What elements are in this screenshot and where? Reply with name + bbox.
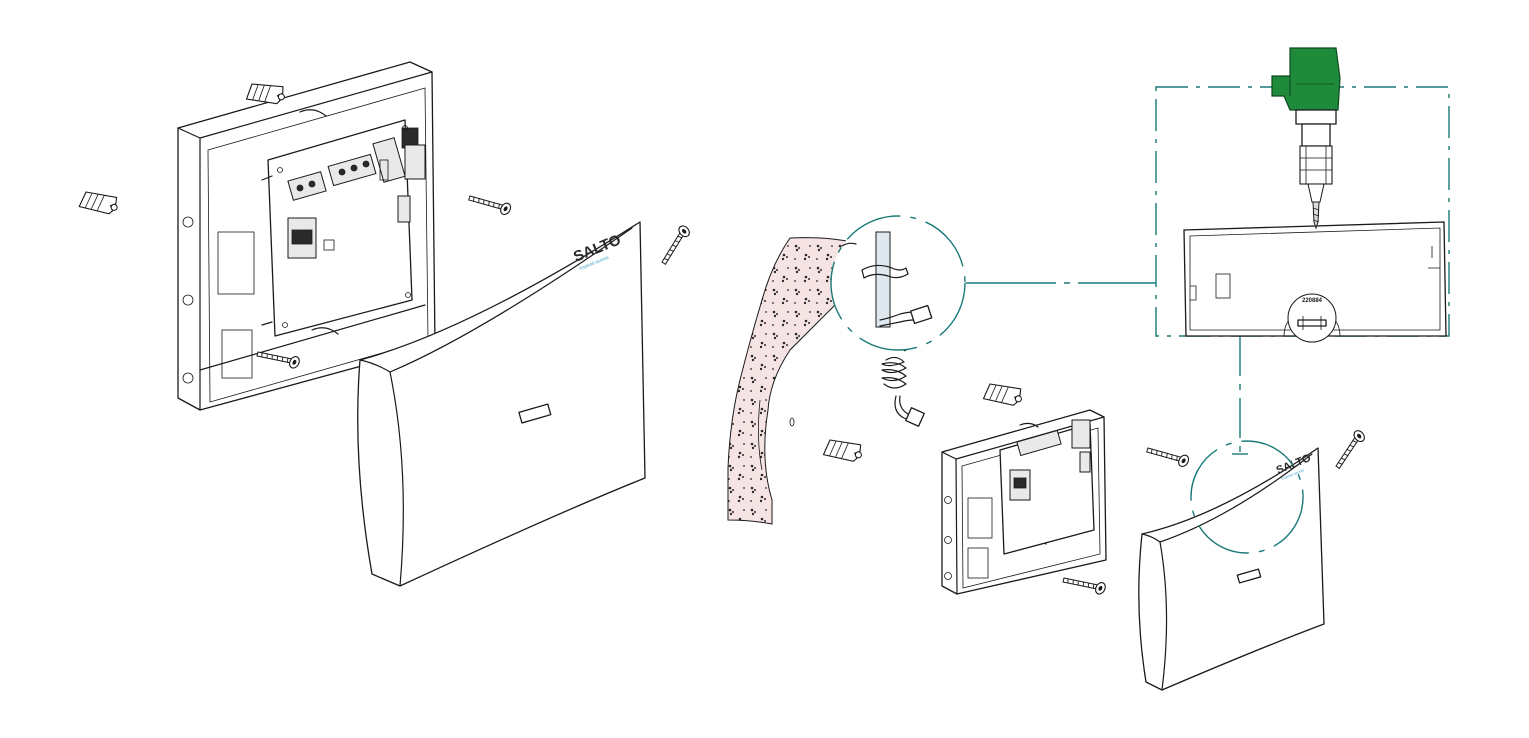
screw-icon: [1145, 435, 1192, 474]
screw-icon: [467, 183, 514, 222]
screw-icon: [1061, 565, 1108, 602]
detail-callout-logo: [1190, 440, 1304, 554]
pcb-board-large: [261, 119, 426, 337]
wall-plug-icon: [822, 432, 866, 470]
wall-plug-icon: [78, 184, 122, 222]
cover-small: SALTO Inspired access: [1138, 440, 1325, 691]
detail-callout-cable: [830, 215, 966, 351]
drill-icon: [1271, 47, 1341, 230]
part-number-label: 220884: [1302, 298, 1323, 304]
screw-icon: [652, 223, 697, 266]
wall-plug-icon: [982, 376, 1026, 414]
screw-icon: [1326, 428, 1371, 470]
detail-window-drill: 220884: [966, 47, 1450, 455]
base-plate-small: [941, 409, 1107, 595]
coiled-cable-icon: [881, 356, 925, 427]
